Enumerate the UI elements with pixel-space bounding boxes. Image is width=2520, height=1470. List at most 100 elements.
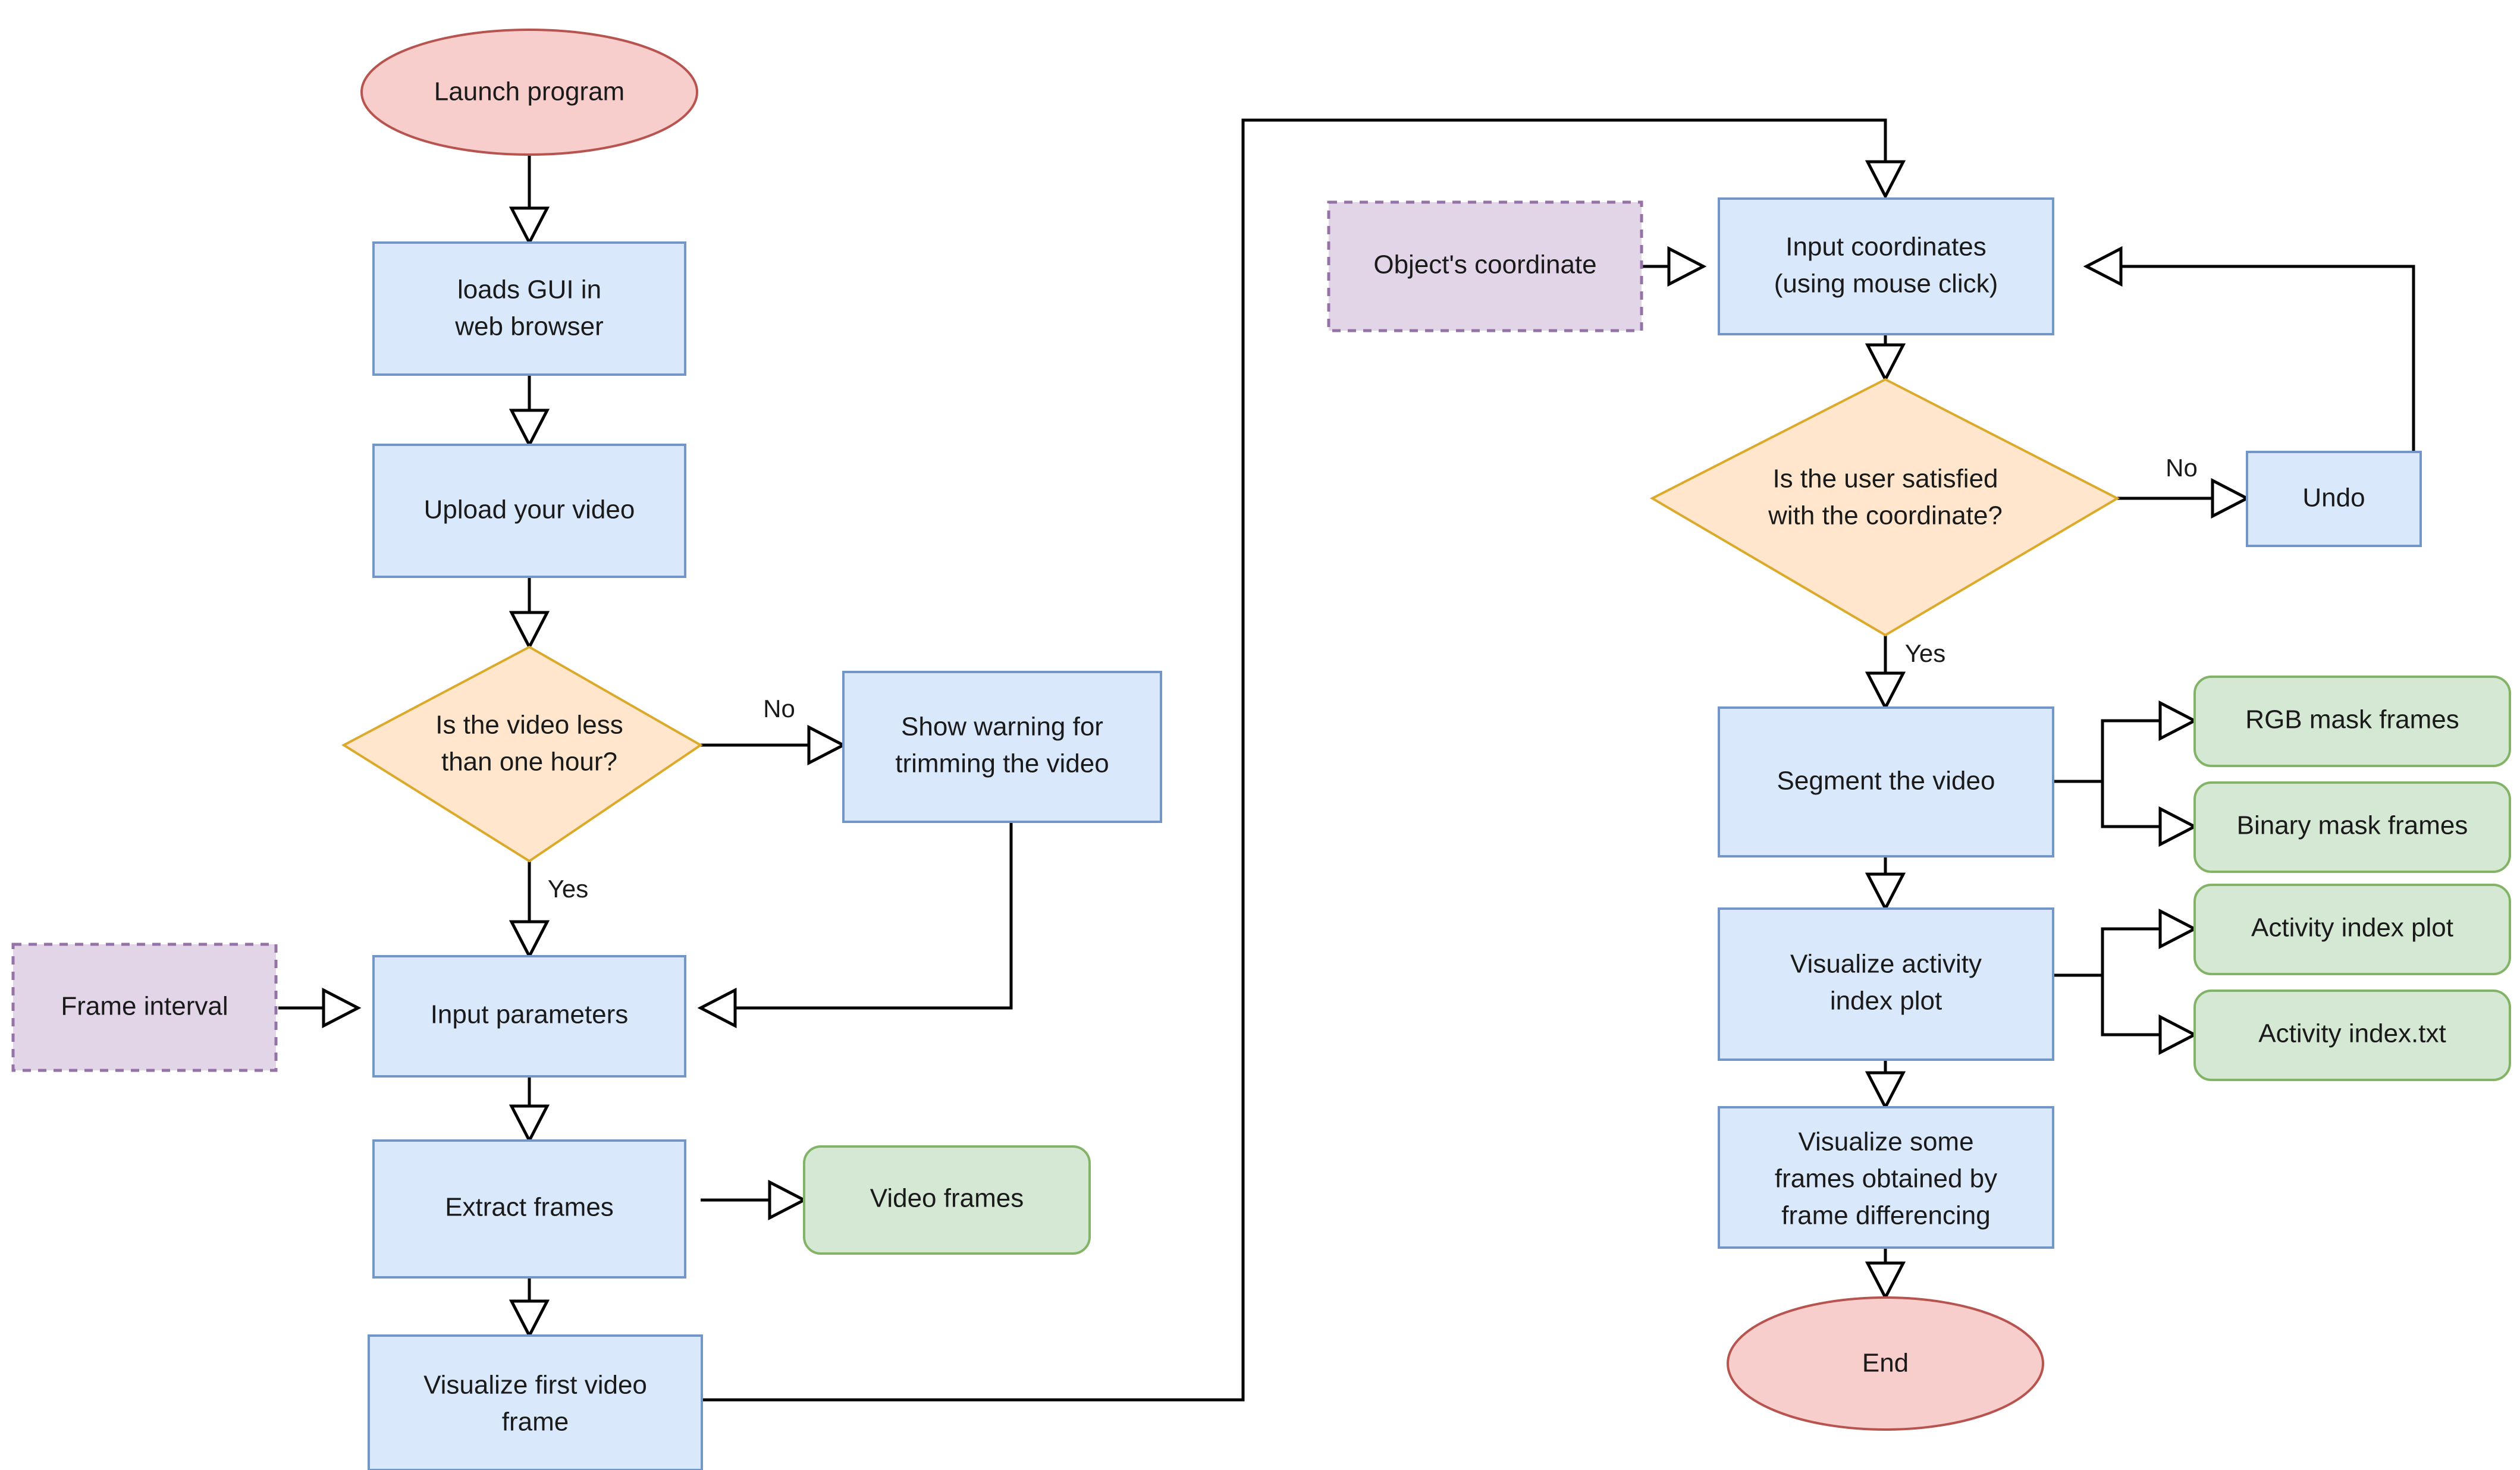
node-undo[interactable]: Undo [2246,451,2422,547]
undo-label: Undo [2302,483,2365,513]
edge-undo-to-inputcoords [2104,265,2415,452]
edge-firstframe-to-inputcoords [701,118,1887,1402]
rgb-mask-frames-shape [2193,676,2511,767]
arrowhead-warning-to-inputparams [697,987,737,1029]
node-objects-coordinate[interactable]: Object's coordinate [1327,200,1643,332]
node-frame-interval[interactable]: Frame interval [11,943,278,1072]
video-length-decision-label-line1: Is the video less [435,711,623,740]
visualize-activity-plot-label-line2: index plot [1830,987,1942,1016]
node-input-coordinates[interactable]: Input coordinates (using mouse click) [1718,197,2054,335]
node-rgb-mask-frames[interactable]: RGB mask frames [2193,676,2511,767]
node-segment-video[interactable]: Segment the video [1718,706,2054,857]
input-parameters-shape [372,955,686,1078]
edge-segment-to-rgbmask [2101,719,2177,781]
show-warning-label-line2: trimming the video [895,749,1109,778]
edge-warning-to-inputparams [718,822,1013,1010]
arrowhead-undo-to-inputcoords [2083,246,2123,287]
node-visualize-activity-plot[interactable]: Visualize activity index plot [1718,907,2054,1061]
visualize-activity-plot-shape [1718,907,2054,1061]
activity-index-txt-label: Activity index.txt [2258,1019,2446,1048]
node-visualize-first-frame[interactable]: Visualize first video frame [368,1334,703,1470]
connector-layer [278,118,2415,1402]
loads-gui-shape [372,241,686,376]
node-launch-program[interactable]: Launch program [360,29,698,156]
arrowhead-activityplot-to-plotfile [2158,908,2198,950]
video-frames-label: Video frames [870,1184,1024,1213]
arrowhead-segment-to-rgbmask [2158,700,2198,742]
arrowhead-objectcoord-to-inputcoords [1667,246,1707,287]
visualize-first-frame-label-line1: Visualize first video [423,1371,647,1400]
node-binary-mask-frames[interactable]: Binary mask frames [2193,781,2511,873]
visualize-frame-differencing-label-line1: Visualize some [1798,1127,1973,1157]
node-visualize-frame-differencing[interactable]: Visualize some frames obtained by frame … [1718,1106,2054,1249]
segment-video-label: Segment the video [1777,767,1995,796]
input-parameters-label: Input parameters [431,1000,629,1029]
visualize-frame-differencing-label-line3: frame differencing [1781,1201,1990,1230]
edge-label-videolength-yes: Yes [548,875,589,903]
user-satisfied-decision-label-line2: with the coordinate? [1768,501,2003,530]
arrowhead-satisfied-yes [1865,671,1906,711]
binary-mask-frames-shape [2193,781,2511,873]
activity-index-plot-label: Activity index plot [2251,913,2453,943]
video-frames-shape [803,1145,1091,1255]
extract-frames-shape [372,1139,686,1279]
visualize-activity-plot-label-line1: Visualize activity [1790,950,1982,979]
node-activity-index-txt[interactable]: Activity index.txt [2193,990,2511,1081]
edge-label-satisfied-yes: Yes [1905,639,1946,667]
upload-video-shape [372,444,686,578]
node-loads-gui[interactable]: loads GUI in web browser [372,241,686,376]
objects-coordinate-shape [1327,200,1643,332]
node-extract-frames[interactable]: Extract frames [372,1139,686,1279]
node-user-satisfied-decision[interactable]: Is the user satisfied with the coordinat… [1649,378,2120,637]
node-activity-index-plot[interactable]: Activity index plot [2193,884,2511,975]
binary-mask-frames-label: Binary mask frames [2237,811,2468,840]
arrowhead-satisfied-no [2211,478,2251,519]
input-coordinates-label-line1: Input coordinates [1785,233,1986,262]
arrowhead-upload-to-videolength [509,611,550,651]
node-show-warning[interactable]: Show warning for trimming the video [842,671,1162,823]
arrowhead-segment-to-activityplot [1865,872,1906,912]
show-warning-label-line1: Show warning for [901,712,1103,742]
activity-index-plot-shape [2193,884,2511,975]
input-coordinates-label-line2: (using mouse click) [1774,269,1998,299]
user-satisfied-decision-shape [1649,378,2120,637]
visualize-frame-differencing-label-line2: frames obtained by [1775,1164,1997,1193]
arrowhead-frameinterval-to-inputparams [322,987,362,1029]
arrowhead-extract-to-videoframes [768,1179,808,1221]
undo-shape [2246,451,2422,547]
end-shape [1727,1296,2044,1431]
extract-frames-label: Extract frames [445,1193,614,1222]
node-video-length-decision[interactable]: Is the video less than one hour? [341,645,703,863]
arrowhead-activityplot-to-framediff [1865,1071,1906,1111]
video-length-decision-shape [341,645,703,863]
loads-gui-label-line2: web browser [454,312,603,341]
frame-interval-shape [11,943,278,1072]
edge-label-videolength-no: No [763,695,795,723]
arrowhead-videolength-yes [509,920,550,960]
user-satisfied-decision-label-line1: Is the user satisfied [1772,464,1998,494]
visualize-first-frame-shape [368,1334,703,1470]
visualize-first-frame-label-line2: frame [502,1408,569,1437]
arrowhead-activityplot-to-txtfile [2158,1014,2198,1056]
node-end[interactable]: End [1727,1296,2044,1431]
show-warning-shape [842,671,1162,823]
upload-video-label: Upload your video [424,495,635,524]
edge-activityplot-to-txtfile [2101,975,2177,1036]
arrowhead-segment-to-binarymask [2158,806,2198,847]
input-coordinates-shape [1718,197,2054,335]
arrowhead-framediff-to-end [1865,1261,1906,1301]
arrowhead-launch-to-loadsgui [509,206,550,246]
visualize-frame-differencing-shape [1718,1106,2054,1249]
node-video-frames[interactable]: Video frames [803,1145,1091,1255]
segment-video-shape [1718,706,2054,857]
edge-segment-to-binarymask [2101,781,2177,828]
loads-gui-label-line1: loads GUI in [457,275,601,304]
end-label: End [1862,1349,1909,1378]
activity-index-txt-shape [2193,990,2511,1081]
node-input-parameters[interactable]: Input parameters [372,955,686,1078]
node-upload-video[interactable]: Upload your video [372,444,686,578]
rgb-mask-frames-label: RGB mask frames [2245,705,2459,734]
arrowhead-inputparams-to-extract [509,1104,550,1144]
arrowhead-firstframe-to-inputcoords [1865,160,1906,200]
